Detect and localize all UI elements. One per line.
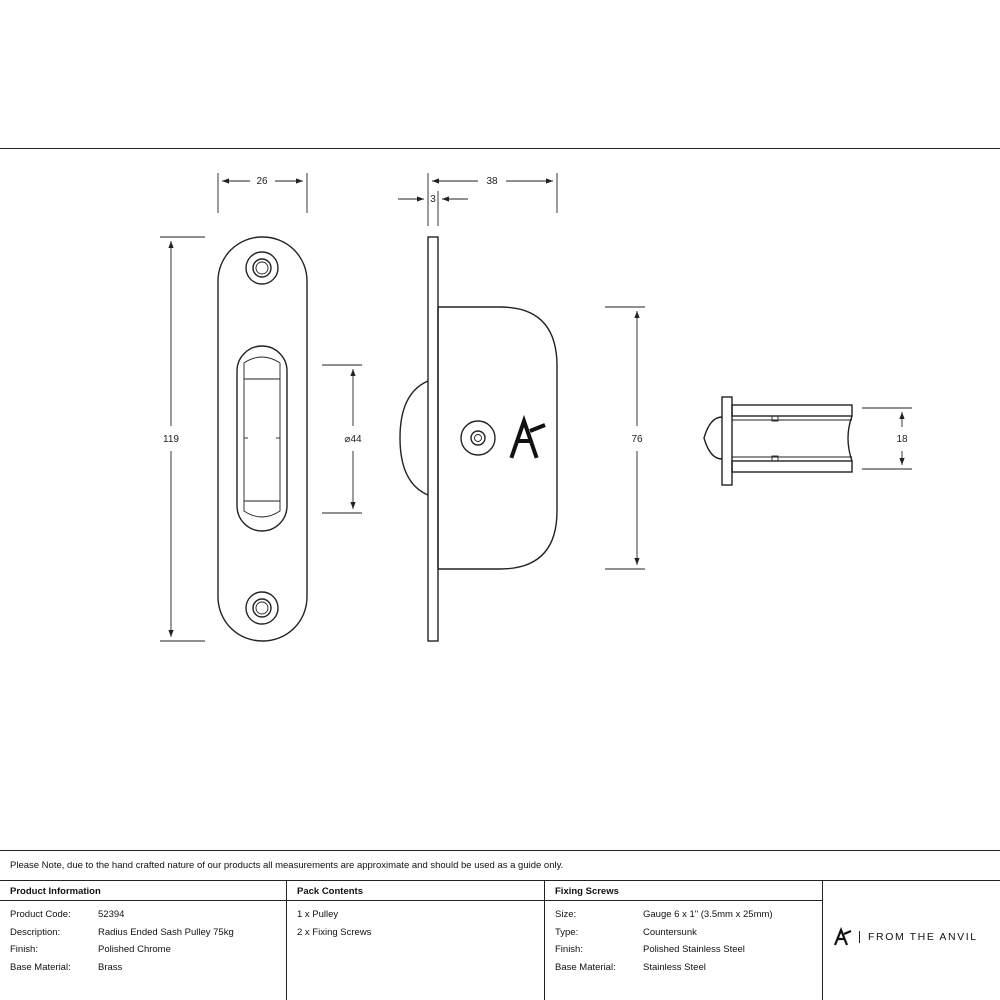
axle xyxy=(460,420,496,456)
info-row: Finish:Polished Chrome xyxy=(10,944,171,955)
pack-item: 2 x Fixing Screws xyxy=(297,926,372,938)
bottom-screw-hole xyxy=(245,591,279,625)
screw-row: Finish:Polished Stainless Steel xyxy=(555,944,745,955)
measurement-note: Please Note, due to the hand crafted nat… xyxy=(0,851,1000,881)
end-view: 18 xyxy=(703,396,912,486)
wheel-protrusion xyxy=(399,380,429,496)
info-row: Description:Radius Ended Sash Pulley 75k… xyxy=(10,926,234,938)
dim-height: 119 xyxy=(163,434,179,445)
brand-name: FROM THE ANVIL xyxy=(859,931,978,943)
brand-logo: FROM THE ANVIL xyxy=(833,927,978,947)
top-screw-hole xyxy=(245,251,279,285)
wheel-slot xyxy=(236,345,288,532)
brand-section: FROM THE ANVIL xyxy=(823,881,1000,1000)
faceplate-outline xyxy=(217,236,308,642)
screw-row: Size:Gauge 6 x 1" (3.5mm x 25mm) xyxy=(555,909,773,920)
screw-row: Base Material:Stainless Steel xyxy=(555,961,706,973)
side-view: 38 3 76 xyxy=(398,173,645,642)
info-row: Base Material:Brass xyxy=(10,961,123,973)
product-information-section: Product Information Product Code:52394 D… xyxy=(0,881,287,1000)
anvil-logo-icon xyxy=(833,927,852,946)
fixing-screws-header: Fixing Screws xyxy=(545,881,822,901)
dim-faceplate: 3 xyxy=(430,194,436,205)
pack-contents-header: Pack Contents xyxy=(287,881,544,901)
drawing-area: 26 119 ⌀44 xyxy=(160,173,912,642)
screw-row: Type:Countersunk xyxy=(555,926,697,938)
fixing-screws-section: Fixing Screws Size:Gauge 6 x 1" (3.5mm x… xyxy=(545,881,823,1000)
anvil-logo-icon xyxy=(509,414,546,459)
pulley-body xyxy=(437,306,558,570)
product-information-header: Product Information xyxy=(0,881,286,901)
dim-depth: 38 xyxy=(486,176,498,187)
info-row: Product Code:52394 xyxy=(10,909,125,920)
technical-drawing-sheet: 26 119 ⌀44 xyxy=(0,148,1000,1000)
pack-contents-section: Pack Contents 1 x Pulley 2 x Fixing Scre… xyxy=(287,881,545,1000)
dim-body-height: 76 xyxy=(631,434,643,445)
pack-item: 1 x Pulley xyxy=(297,909,339,920)
dim-body-width: 18 xyxy=(896,434,908,445)
dim-width: 26 xyxy=(256,176,268,187)
dim-diameter: ⌀44 xyxy=(344,434,362,445)
info-panel: Please Note, due to the hand crafted nat… xyxy=(0,851,1000,1000)
front-view: 26 119 ⌀44 xyxy=(160,173,362,642)
side-faceplate xyxy=(427,236,439,642)
